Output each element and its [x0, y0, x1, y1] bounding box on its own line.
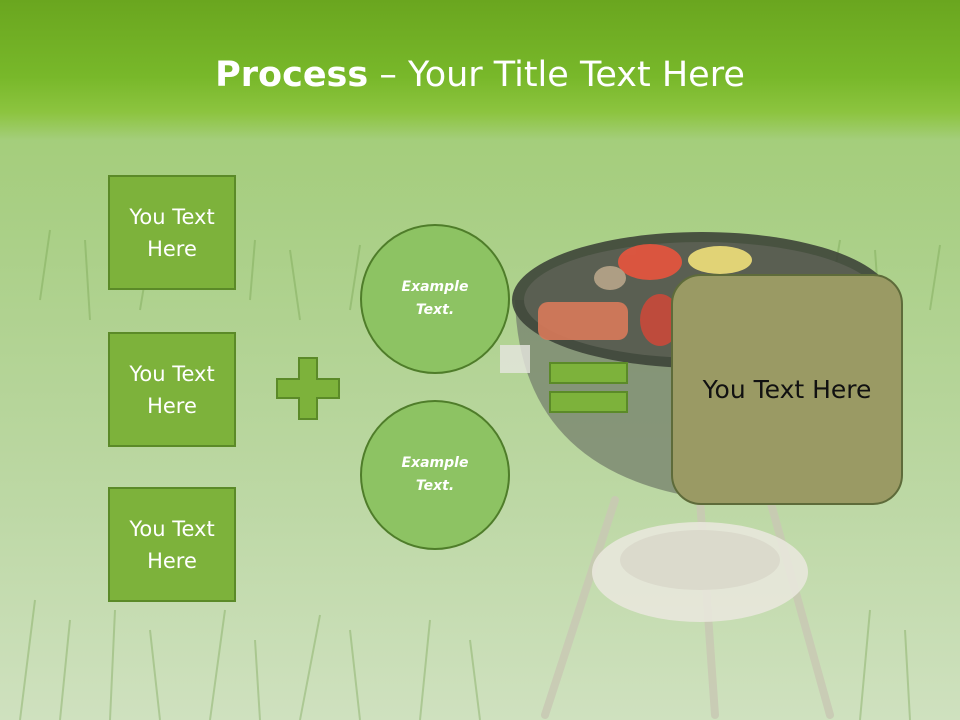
- title-rest: – Your Title Text Here: [368, 55, 745, 95]
- title-bold: Process: [215, 55, 369, 95]
- equals-icon: [549, 362, 628, 413]
- text-box-3[interactable]: You Text Here: [108, 487, 236, 602]
- text-box-label: You Text Here: [129, 204, 215, 261]
- text-box-label: You Text Here: [129, 516, 215, 573]
- slide-title: Process – Your Title Text Here: [0, 52, 960, 98]
- title-bar: [0, 0, 960, 140]
- circle-label: Example Text.: [401, 455, 469, 494]
- circle-label: Example Text.: [401, 279, 469, 318]
- example-circle-2[interactable]: Example Text.: [360, 400, 510, 550]
- text-box-label: You Text Here: [129, 361, 215, 418]
- text-box-2[interactable]: You Text Here: [108, 332, 236, 447]
- plus-icon: [276, 357, 340, 420]
- result-label: You Text Here: [702, 375, 872, 404]
- result-box[interactable]: You Text Here: [671, 274, 903, 505]
- example-circle-1[interactable]: Example Text.: [360, 224, 510, 374]
- text-box-1[interactable]: You Text Here: [108, 175, 236, 290]
